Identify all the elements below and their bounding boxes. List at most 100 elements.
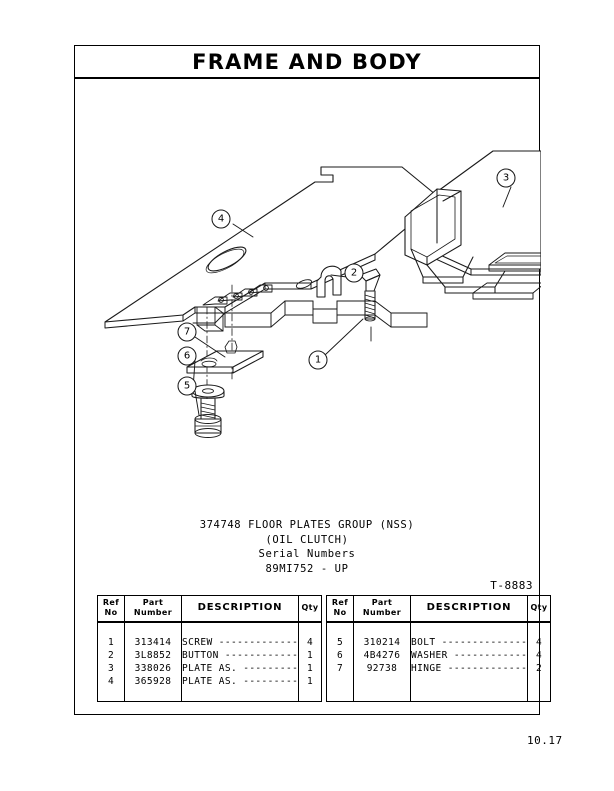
parts-table-right: Ref No Part Number DESCRIPTION Qty 5 bbox=[326, 595, 551, 702]
spacer-cell bbox=[326, 688, 354, 702]
table-row: 4 365928 PLATE AS. ----------- 1 bbox=[97, 675, 322, 688]
caption-line-variant: (OIL CLUTCH) bbox=[265, 533, 349, 546]
header-ref-line1: Ref bbox=[102, 598, 120, 607]
header-ref-line1: Ref bbox=[331, 598, 349, 607]
spacer-cell bbox=[97, 688, 125, 702]
page-border: FRAME AND BODY bbox=[74, 45, 551, 715]
header-part-line1: Part bbox=[142, 598, 164, 607]
cell-ref: 3 bbox=[97, 662, 125, 675]
header-qty: Qty bbox=[527, 595, 551, 623]
cell-qty: 1 bbox=[298, 662, 322, 675]
cell-description: PLATE AS. ----------- bbox=[181, 675, 299, 688]
cell-description: BUTTON -------------- bbox=[181, 649, 299, 662]
callout-bubble-2 bbox=[344, 263, 364, 283]
page-title: FRAME AND BODY bbox=[192, 49, 422, 74]
button-part bbox=[316, 265, 342, 298]
table-spacer-row bbox=[326, 688, 551, 702]
callout-bubble-1 bbox=[308, 350, 328, 370]
callout-label-6: 6 bbox=[184, 351, 190, 362]
spacer-cell bbox=[181, 622, 299, 636]
table-spacer-row bbox=[326, 675, 551, 688]
caption-line-serial-label: Serial Numbers bbox=[258, 548, 356, 560]
callout-label-1: 1 bbox=[315, 355, 321, 366]
hinge-knuckle-row bbox=[196, 284, 273, 332]
support-rail-lower bbox=[472, 282, 541, 300]
cell-ref: 7 bbox=[326, 662, 354, 675]
spacer-cell bbox=[326, 622, 354, 636]
header-ref-no: Ref No bbox=[326, 595, 354, 623]
page-number: 10.17 bbox=[527, 734, 563, 747]
callout-label-7: 7 bbox=[184, 327, 190, 338]
washer-part bbox=[191, 384, 225, 399]
spacer-cell bbox=[410, 688, 528, 702]
cell-part: 365928 bbox=[124, 675, 182, 688]
title-band: FRAME AND BODY bbox=[75, 46, 539, 79]
callout-leaders bbox=[192, 186, 512, 416]
spacer-cell bbox=[298, 622, 322, 636]
spacer-cell bbox=[527, 688, 551, 702]
cell-qty: 4 bbox=[527, 636, 551, 649]
spacer-cell bbox=[124, 688, 182, 702]
callout-bubble-6 bbox=[177, 346, 197, 366]
table-header-row: Ref No Part Number DESCRIPTION Qty bbox=[326, 595, 551, 623]
table-spacer-row bbox=[97, 688, 322, 702]
cell-description: BOLT ---------------- bbox=[410, 636, 528, 649]
header-part-line1: Part bbox=[371, 598, 393, 607]
floor-plate-left bbox=[104, 166, 442, 329]
cell-description: WASHER -------------- bbox=[410, 649, 528, 662]
cell-qty: 4 bbox=[298, 636, 322, 649]
cell-part: 313414 bbox=[124, 636, 182, 649]
table-row: 5 310214 BOLT ---------------- 4 bbox=[326, 636, 551, 649]
caption-line-serial-range: 89MI752 - UP bbox=[265, 562, 349, 575]
cell-ref: 6 bbox=[326, 649, 354, 662]
parts-table-left: Ref No Part Number DESCRIPTION Qty 1 bbox=[97, 595, 322, 702]
callout-label-4: 4 bbox=[218, 214, 224, 225]
support-rail-upper bbox=[488, 252, 541, 272]
cell-qty: 1 bbox=[298, 649, 322, 662]
button-hole bbox=[295, 279, 313, 289]
table-row: 1 313414 SCREW --------------- 4 bbox=[97, 636, 322, 649]
cell-part: 310214 bbox=[353, 636, 411, 649]
header-description: DESCRIPTION bbox=[181, 595, 299, 623]
group-caption: 374748 FLOOR PLATES GROUP (NSS) (OIL CLU… bbox=[75, 518, 539, 576]
spacer-cell bbox=[410, 675, 528, 688]
header-part-line2: Number bbox=[362, 608, 402, 617]
table-row: 7 92738 HINGE --------------- 2 bbox=[326, 662, 551, 675]
table-row: 6 4B4276 WASHER -------------- 4 bbox=[326, 649, 551, 662]
callout-bubble-3 bbox=[496, 168, 516, 188]
spacer-cell bbox=[181, 688, 299, 702]
drawing-reference-number: T-8883 bbox=[490, 579, 533, 592]
exploded-parts-illustration: 4 3 2 1 7 6 5 bbox=[75, 79, 541, 539]
header-ref-no: Ref No bbox=[97, 595, 125, 623]
cell-qty: 4 bbox=[527, 649, 551, 662]
spacer-cell bbox=[353, 622, 411, 636]
header-ref-line2: No bbox=[333, 608, 347, 617]
spacer-cell bbox=[326, 675, 354, 688]
header-part-number: Part Number bbox=[124, 595, 182, 623]
screw-part bbox=[359, 268, 381, 322]
cell-description: SCREW --------------- bbox=[181, 636, 299, 649]
callout-bubble-7 bbox=[177, 322, 197, 342]
header-description: DESCRIPTION bbox=[410, 595, 528, 623]
spacer-cell bbox=[298, 688, 322, 702]
callout-bubble-5 bbox=[177, 376, 197, 396]
table-row: 3 338026 PLATE AS. ----------- 1 bbox=[97, 662, 322, 675]
raised-cover-panel bbox=[404, 188, 506, 294]
cell-ref: 1 bbox=[97, 636, 125, 649]
caption-line-group-name: 374748 FLOOR PLATES GROUP (NSS) bbox=[199, 519, 415, 531]
spacer-cell bbox=[353, 675, 411, 688]
illustration-svg: 4 3 2 1 7 6 5 bbox=[104, 150, 541, 438]
cell-ref: 4 bbox=[97, 675, 125, 688]
spacer-cell bbox=[410, 622, 528, 636]
cell-ref: 5 bbox=[326, 636, 354, 649]
table-spacer-row bbox=[326, 622, 551, 636]
spacer-cell bbox=[124, 622, 182, 636]
spacer-cell bbox=[527, 675, 551, 688]
callout-label-2: 2 bbox=[351, 268, 357, 279]
table-spacer-row bbox=[97, 622, 322, 636]
spacer-cell bbox=[97, 622, 125, 636]
cell-qty: 1 bbox=[298, 675, 322, 688]
spacer-cell bbox=[527, 622, 551, 636]
bolt-part bbox=[194, 398, 222, 438]
header-part-number: Part Number bbox=[353, 595, 411, 623]
